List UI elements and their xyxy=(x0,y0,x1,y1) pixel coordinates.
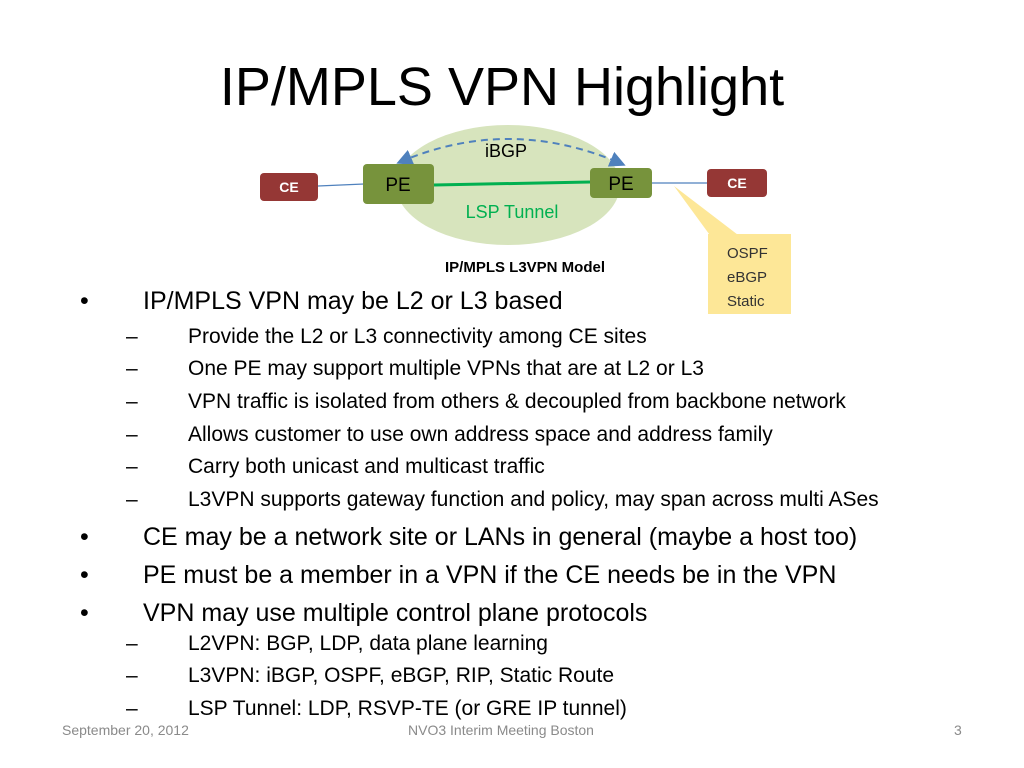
ce-right-box xyxy=(707,169,767,197)
bullet-text: L3VPN: iBGP, OSPF, eBGP, RIP, Static Rou… xyxy=(188,664,615,687)
dash-marker: – xyxy=(126,697,138,720)
bullet-text: VPN may use multiple control plane proto… xyxy=(143,599,648,627)
footer-event: NVO3 Interim Meeting Boston xyxy=(408,722,594,738)
ibgp-arrow xyxy=(396,138,626,167)
pe-right-label: PE xyxy=(608,174,633,195)
dash-marker: – xyxy=(126,325,138,348)
bullet-text: CE may be a network site or LANs in gene… xyxy=(143,523,858,551)
diagram-caption: IP/MPLS L3VPN Model xyxy=(444,259,606,276)
pe-left-box xyxy=(363,164,434,204)
bullet-text: L3VPN supports gateway function and poli… xyxy=(188,488,879,511)
lsp-tunnel-label: LSP Tunnel xyxy=(466,202,559,222)
footer-date: September 20, 2012 xyxy=(62,722,189,738)
bullet-text: PE must be a member in a VPN if the CE n… xyxy=(143,561,837,589)
dash-marker: – xyxy=(126,488,138,511)
bullet-text: Carry both unicast and multicast traffic xyxy=(188,455,545,478)
bullet-marker: • xyxy=(80,287,89,315)
dash-marker: – xyxy=(126,664,138,687)
bullet-text: Allows customer to use own address space… xyxy=(188,423,773,446)
slide-title: IP/MPLS VPN Highlight xyxy=(219,57,785,117)
bullet-text: IP/MPLS VPN may be L2 or L3 based xyxy=(143,287,563,315)
callout-pointer xyxy=(674,186,742,238)
callout-box xyxy=(708,234,791,314)
ce-left-box xyxy=(260,173,318,201)
bullet-text: Provide the L2 or L3 connectivity among … xyxy=(188,325,647,348)
l3vpn-diagram: OSPF eBGP Static CE PE PE CE iBGP LSP Tu… xyxy=(260,125,791,314)
bullet-text: VPN traffic is isolated from others & de… xyxy=(188,390,846,413)
callout-line-ospf: OSPF xyxy=(727,245,768,262)
ce-right-label: CE xyxy=(727,175,746,191)
callout-line-ebgp: eBGP xyxy=(727,269,767,286)
ce-left-label: CE xyxy=(279,179,298,195)
dash-marker: – xyxy=(126,357,138,380)
dash-marker: – xyxy=(126,632,138,655)
footer-page-number: 3 xyxy=(954,722,962,738)
bullet-marker: • xyxy=(80,523,89,551)
bullet-text: One PE may support multiple VPNs that ar… xyxy=(188,357,704,380)
ibgp-label: iBGP xyxy=(485,141,527,161)
callout-line-static: Static xyxy=(727,293,765,310)
pe-left-label: PE xyxy=(385,175,410,196)
link-ce-left-pe xyxy=(317,183,365,187)
bullet-marker: • xyxy=(80,561,89,589)
dash-marker: – xyxy=(126,390,138,413)
lsp-tunnel-line xyxy=(433,180,591,187)
bullet-text: LSP Tunnel: LDP, RSVP-TE (or GRE IP tunn… xyxy=(188,697,627,720)
pe-right-box xyxy=(590,168,652,198)
dash-marker: – xyxy=(126,455,138,478)
dash-marker: – xyxy=(126,423,138,446)
bullet-text: L2VPN: BGP, LDP, data plane learning xyxy=(188,632,548,655)
bullet-marker: • xyxy=(80,599,89,627)
